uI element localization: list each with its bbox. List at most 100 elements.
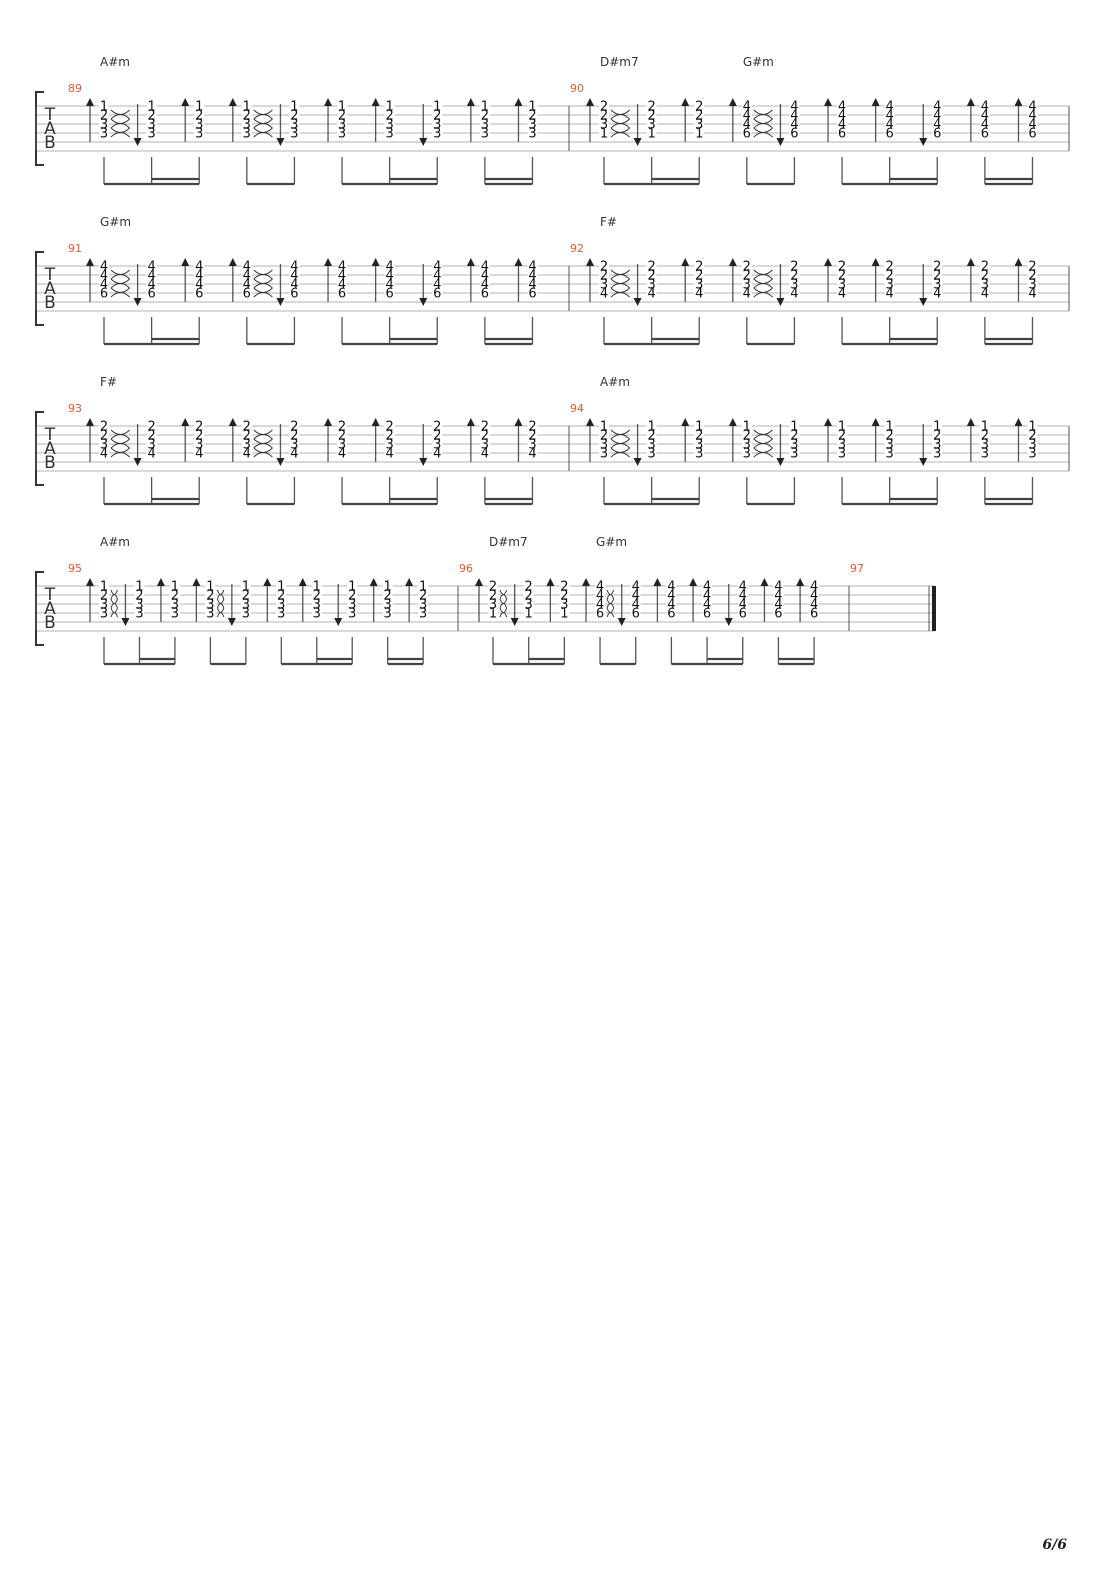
fret-bg: [146, 270, 157, 281]
fret-number: 2: [100, 429, 108, 444]
fret-number: 1: [100, 100, 108, 115]
fret-bg: [979, 288, 990, 299]
fret-bg: [384, 261, 395, 272]
strum-up-arrow: [871, 418, 880, 426]
fret-number: 4: [481, 447, 489, 462]
strum-up-arrow: [586, 258, 594, 266]
fret-number: 4: [481, 278, 489, 293]
fret-number: 4: [981, 109, 989, 124]
fret-number: 3: [481, 118, 489, 133]
fret-number: 3: [600, 278, 608, 293]
strum-up-arrow: [181, 418, 190, 426]
tab-clef-letter: T: [44, 585, 56, 605]
fret-bg: [527, 270, 538, 281]
fret-bg: [337, 430, 348, 441]
fret-number: 4: [195, 447, 203, 462]
fret-bg: [737, 590, 748, 601]
fret-number: 2: [481, 429, 489, 444]
fret-bg: [241, 261, 252, 272]
fret-bg: [702, 590, 713, 601]
fret-number: 3: [695, 447, 703, 462]
fret-number: 3: [242, 607, 250, 622]
strum-up-arrow: [466, 258, 475, 266]
fret-bg: [146, 288, 157, 299]
tab-clef-letter: B: [44, 613, 56, 633]
fret-number: 3: [647, 118, 655, 133]
fret-number: 1: [743, 420, 751, 435]
measure-number: 97: [850, 562, 864, 575]
fret-number: 1: [1028, 420, 1036, 435]
fret-number: 2: [1028, 269, 1036, 284]
tie-arc: [610, 123, 630, 129]
fret-bg: [289, 421, 300, 432]
fret-number: 4: [338, 278, 346, 293]
tie-arc: [610, 127, 630, 133]
fret-bg: [527, 101, 538, 112]
fret-bg: [99, 261, 109, 272]
fret-bg: [646, 119, 657, 130]
fret-number: 4: [739, 580, 747, 595]
fret-number: 6: [667, 607, 675, 622]
fret-number: 4: [290, 447, 298, 462]
fret-bg: [194, 128, 205, 139]
strum-up-arrow: [324, 98, 333, 106]
chord-name: F#: [600, 215, 617, 229]
fret-number: 3: [647, 278, 655, 293]
fret-number: 3: [528, 127, 536, 142]
tie-arc: [253, 292, 273, 298]
fret-bg: [884, 261, 895, 272]
tie-arc: [110, 603, 118, 609]
fret-number: 3: [600, 438, 608, 453]
strum-up-arrow: [871, 98, 880, 106]
fret-bg: [311, 599, 322, 610]
fret-bg: [694, 439, 705, 450]
strum-up-arrow: [466, 98, 475, 106]
fret-number: 4: [933, 287, 941, 302]
strum-up-arrow: [681, 98, 690, 106]
fret-number: 3: [100, 118, 108, 133]
fret-number: 3: [348, 598, 356, 613]
fret-bg: [432, 288, 443, 299]
fret-bg: [194, 261, 205, 272]
strum-up-arrow: [514, 98, 523, 106]
fret-number: 2: [933, 269, 941, 284]
strum-down-arrow: [419, 458, 428, 466]
fret-number: 6: [100, 287, 108, 302]
tie-arc: [110, 109, 130, 115]
fret-bg: [599, 439, 609, 450]
fret-number: 1: [433, 100, 441, 115]
fret-bg: [979, 101, 990, 112]
tie-arc: [253, 438, 273, 444]
tie-arc: [610, 274, 630, 280]
fret-bg: [932, 119, 943, 130]
fret-number: 4: [147, 278, 155, 293]
tie-arc: [110, 598, 118, 604]
fret-number: 3: [195, 438, 203, 453]
fret-bg: [384, 448, 395, 459]
fret-bg: [694, 288, 705, 299]
fret-number: 4: [886, 109, 894, 124]
fret-bg: [837, 101, 848, 112]
chord-name: A#m: [100, 55, 130, 69]
tie-arc: [753, 269, 773, 275]
strum-down-arrow: [419, 138, 428, 146]
fret-bg: [599, 110, 609, 121]
fret-bg: [289, 448, 300, 459]
fret-number: 4: [1028, 287, 1036, 302]
system-bracket: [35, 571, 44, 646]
fret-number: 4: [647, 287, 655, 302]
strum-up-arrow: [324, 418, 333, 426]
tie-arc: [610, 434, 630, 440]
fret-bg: [289, 261, 300, 272]
fret-bg: [99, 279, 109, 290]
strum-up-arrow: [586, 98, 594, 106]
fret-number: 4: [695, 287, 703, 302]
fret-number: 3: [838, 447, 846, 462]
fret-number: 4: [596, 580, 604, 595]
fret-bg: [337, 261, 348, 272]
tie-arc: [110, 447, 130, 453]
fret-bg: [837, 430, 848, 441]
fret-number: 2: [886, 269, 894, 284]
fret-number: 4: [703, 589, 711, 604]
